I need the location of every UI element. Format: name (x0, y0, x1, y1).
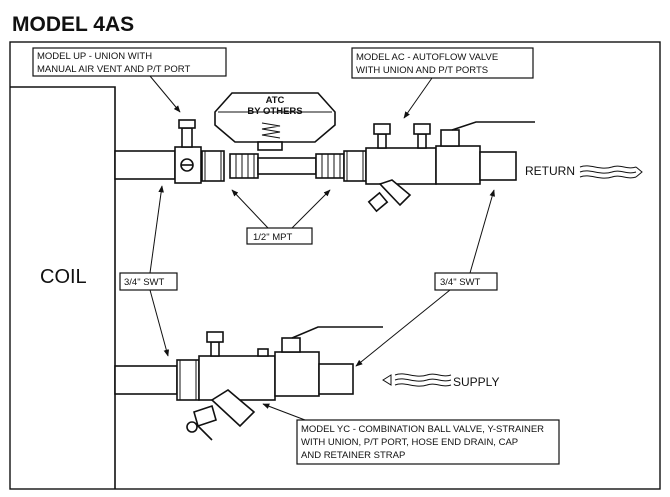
model-ac-line-1: MODEL AC - AUTOFLOW VALVE (356, 52, 498, 63)
callout-model-yc: MODEL YC - COMBINATION BALL VALVE, Y-STR… (262, 403, 560, 465)
callout-model-ac: MODEL AC - AUTOFLOW VALVE WITH UNION AND… (351, 47, 534, 119)
callout-swt-right: 3/4" SWT (355, 189, 498, 367)
swt-left-label: 3/4" SWT (124, 277, 165, 288)
callout-swt-left: 3/4" SWT (119, 185, 178, 357)
coil-label: COIL (40, 266, 87, 288)
return-label: RETURN (525, 164, 575, 178)
callout-mpt: 1/2" MPT (231, 189, 331, 245)
supply-label: SUPPLY (453, 375, 499, 389)
coil: COIL (10, 86, 116, 489)
supply-flow-arrow (382, 373, 452, 387)
return-line: ATC BY OTHERS (114, 92, 535, 213)
swt-right-label: 3/4" SWT (440, 277, 481, 288)
supply-line (114, 326, 383, 441)
model-ac-line-2: WITH UNION AND P/T PORTS (356, 65, 488, 76)
page-title: MODEL 4AS (12, 13, 134, 36)
model-up-line-2: MANUAL AIR VENT AND P/T PORT (37, 64, 190, 75)
drawing-border (9, 41, 661, 490)
atc-label-line-2: BY OTHERS (247, 106, 302, 117)
mpt-label: 1/2" MPT (253, 232, 292, 243)
model-yc-line-3: AND RETAINER STRAP (301, 450, 405, 461)
return-flow-arrow (579, 165, 643, 179)
callout-model-up: MODEL UP - UNION WITH MANUAL AIR VENT AN… (32, 47, 227, 113)
model-yc-line-2: WITH UNION, P/T PORT, HOSE END DRAIN, CA… (301, 437, 518, 448)
atc-label-line-1: ATC (266, 95, 285, 106)
model-yc-line-1: MODEL YC - COMBINATION BALL VALVE, Y-STR… (301, 424, 544, 435)
model-up-line-1: MODEL UP - UNION WITH (37, 51, 152, 62)
